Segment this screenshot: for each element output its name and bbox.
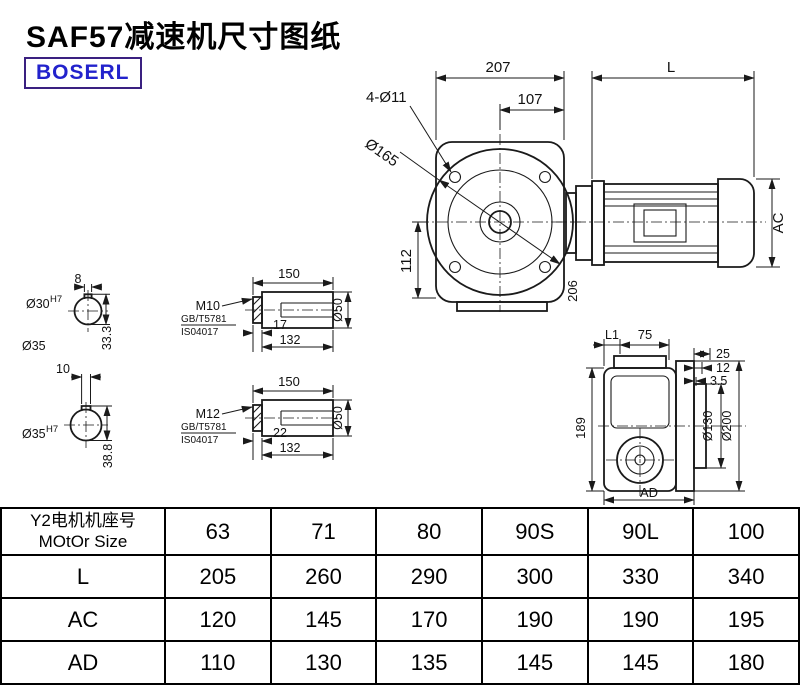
shaft-side-view-bottom: 150 M12 GB/T5781 IS04017 22 132 Ø50 — [181, 374, 352, 460]
std-iso-label: IS04017 — [181, 327, 219, 338]
dim-112-label: 112 — [398, 249, 415, 273]
table-cell: 260 — [269, 554, 378, 599]
dim-207-label: 207 — [485, 59, 510, 76]
dim-AD-label: AD — [640, 485, 658, 500]
dim-3-5-label: 3.5 — [710, 374, 727, 388]
brand-logo-text: BOSERL — [36, 61, 130, 84]
mounting-foot — [456, 301, 548, 312]
thread-label: M12 — [196, 407, 220, 421]
table-row-L: L 205 260 290 300 330 340 — [0, 554, 800, 599]
table-cell: 195 — [692, 597, 800, 642]
key-height-label: 33.3 — [100, 326, 114, 350]
dim-206-label: 206 — [565, 280, 580, 302]
dim-L-label: L — [667, 59, 675, 76]
table-cell: 110 — [164, 640, 272, 685]
table-header-cell: Y2电机机座号 MOtOr Size — [0, 507, 166, 556]
table-cell: 135 — [375, 640, 483, 685]
table-cell: 330 — [586, 554, 695, 599]
dim-17-label: 17 — [273, 318, 287, 332]
dia-130-label: Ø130 — [701, 411, 715, 442]
shaft-dia-callout: Ø35 — [22, 339, 46, 353]
dim-132-label: 132 — [280, 333, 301, 347]
bolt-hole — [448, 260, 462, 274]
table-cell: 340 — [692, 554, 800, 599]
dim-25-label: 25 — [716, 347, 730, 361]
table-cell: 300 — [480, 554, 589, 599]
bolt-holes-label: 4-Ø11 — [366, 89, 407, 106]
gearbox-front-view — [418, 134, 582, 312]
motor-size-value: 90S — [480, 507, 589, 556]
fan-cover — [717, 178, 755, 268]
shaft-side-view-top: 150 M10 GB/T5781 IS04017 17 132 Ø50 — [181, 266, 352, 352]
table-cell: 120 — [164, 597, 272, 642]
flange-dia-label: Ø165 — [362, 135, 402, 170]
table-header-row: Y2电机机座号 MOtOr Size 63 71 80 90S 90L 100 — [0, 507, 800, 556]
shaft-length-label: 150 — [278, 266, 300, 281]
dim-107-label: 107 — [517, 91, 542, 108]
page-title: SAF57减速机尺寸图纸 — [26, 21, 342, 54]
motor-size-value: 90L — [586, 507, 695, 556]
table-cell: 180 — [692, 640, 800, 685]
bore-dia-label: Ø35 — [22, 427, 46, 441]
shaft-dia-label: Ø50 — [331, 406, 345, 430]
key-width-label: 8 — [75, 272, 82, 286]
shaft-section-top: 8 Ø30 H7 33.3 Ø35 — [22, 272, 114, 353]
table-header-cn: Y2电机机座号 — [30, 511, 136, 531]
table-cell: 145 — [586, 640, 695, 685]
dim-AC-label: AC — [770, 212, 787, 233]
table-row-AC: AC 120 145 170 190 190 195 — [0, 597, 800, 642]
dim-132-label: 132 — [280, 441, 301, 455]
key-width-label: 10 — [56, 362, 70, 376]
table-header-en: MOtOr Size — [38, 531, 128, 551]
bolt-hole — [448, 170, 462, 184]
dim-L1-label: L1 — [605, 328, 619, 342]
table-cell: 130 — [269, 640, 378, 685]
row-label: AC — [0, 597, 166, 642]
bore-tol-label: H7 — [46, 424, 58, 435]
row-label: L — [0, 554, 166, 599]
bore-dia-label: Ø30 — [26, 297, 50, 311]
motor-nameplate — [633, 203, 687, 243]
std-gb-label: GB/T5781 — [181, 422, 227, 433]
table-cell: 145 — [480, 640, 589, 685]
motor-size-value: 71 — [269, 507, 378, 556]
spec-table: Y2电机机座号 MOtOr Size 63 71 80 90S 90L 100 … — [0, 507, 800, 685]
table-cell: 205 — [164, 554, 272, 599]
table-cell: 145 — [269, 597, 378, 642]
brand-logo: BOSERL — [24, 57, 142, 89]
technical-drawing: 207 L 107 4-Ø11 Ø165 112 AC 206 — [22, 59, 787, 505]
dim-22-label: 22 — [273, 426, 287, 440]
motor-size-value: 63 — [164, 507, 272, 556]
table-cell: 190 — [480, 597, 589, 642]
std-gb-label: GB/T5781 — [181, 314, 227, 325]
table-cell: 170 — [375, 597, 483, 642]
dim-12-label: 12 — [716, 361, 730, 375]
dim-189-label: 189 — [573, 417, 588, 439]
bolt-hole — [538, 260, 552, 274]
table-cell: 190 — [586, 597, 695, 642]
shaft-length-label: 150 — [278, 374, 300, 389]
table-cell: 290 — [375, 554, 483, 599]
motor-size-value: 80 — [375, 507, 483, 556]
side-view-dimensions: L1 75 25 12 3.5 189 Ø130 Ø200 AD — [573, 327, 745, 505]
row-label: AD — [0, 640, 166, 685]
shaft-dia-label: Ø50 — [331, 298, 345, 322]
table-row-AD: AD 110 130 135 145 145 180 — [0, 640, 800, 685]
std-iso-label: IS04017 — [181, 435, 219, 446]
key-height-label: 38.8 — [101, 444, 115, 468]
motor-size-value: 100 — [692, 507, 800, 556]
main-view-dimensions: 207 L 107 4-Ø11 Ø165 112 AC 206 — [362, 59, 787, 302]
dia-200-label: Ø200 — [720, 411, 734, 442]
bore-tol-label: H7 — [50, 294, 62, 305]
thread-label: M10 — [196, 299, 220, 313]
motor-view — [556, 178, 766, 268]
dim-75-label: 75 — [638, 327, 652, 342]
bolt-hole — [538, 170, 552, 184]
shaft-section-bottom: 10 Ø35 H7 38.8 — [22, 362, 115, 468]
